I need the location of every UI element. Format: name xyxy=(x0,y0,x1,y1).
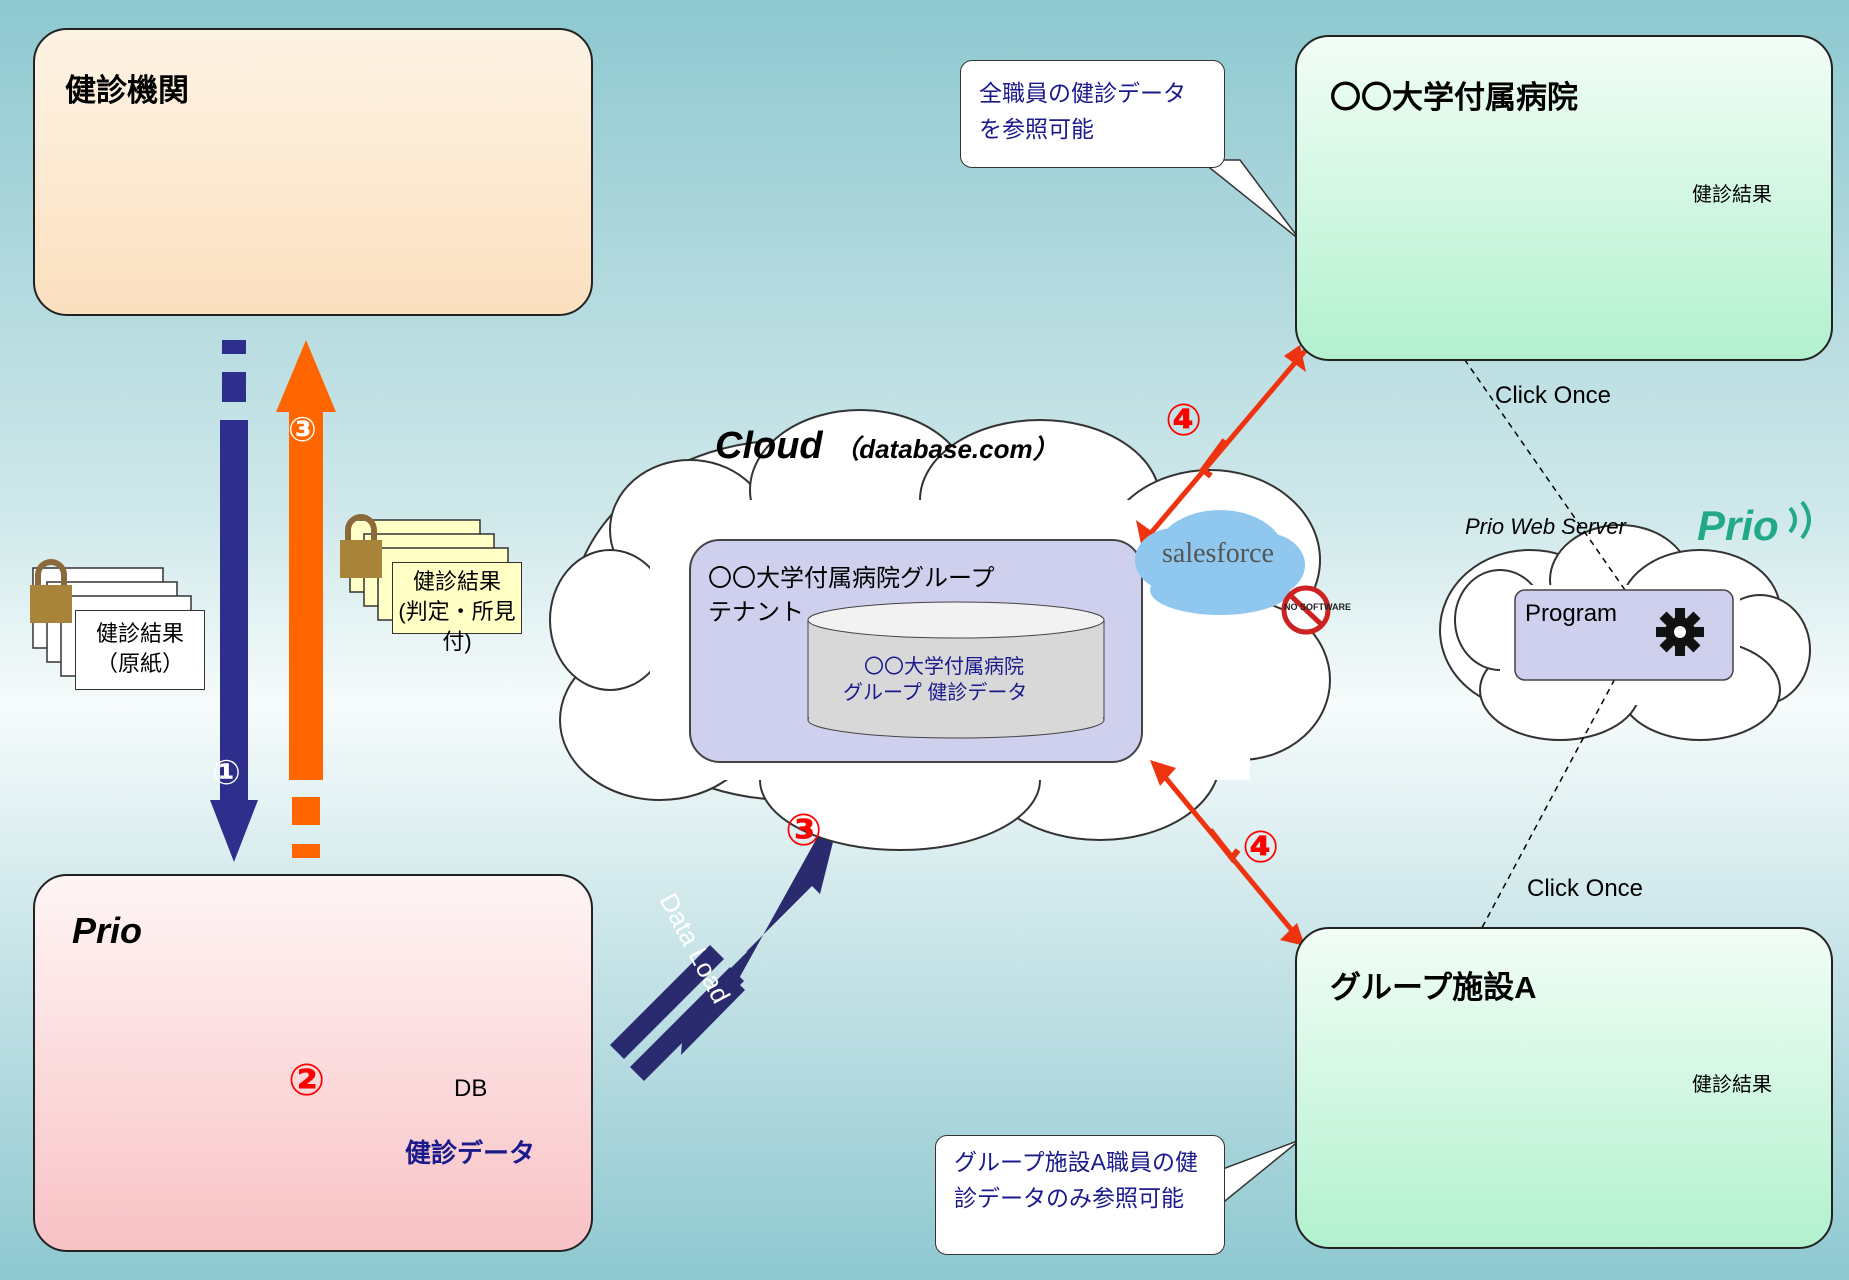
step3-marker-cloud: ③ xyxy=(785,806,823,855)
no-software-stamp: NO SOFTWARE xyxy=(1284,602,1351,612)
cloud-title-main: Cloud xyxy=(715,425,823,467)
cloud-title: Cloud （database.com） xyxy=(715,425,1059,468)
step4-arrow-lower xyxy=(1150,760,1305,946)
salesforce-logo xyxy=(1135,510,1331,635)
data-load-arrow xyxy=(610,782,848,1081)
original-doc-line1: 健診結果 xyxy=(95,621,184,646)
gear-icon xyxy=(1656,608,1704,656)
step4-marker-lower: ④ xyxy=(1242,823,1280,872)
group-doc-label: 健診結果 xyxy=(1692,1074,1772,1096)
cloud-title-sub: （database.com） xyxy=(833,434,1059,464)
cloud-db-line1: 〇〇大学付属病院 xyxy=(864,656,1024,678)
step1-marker: ① xyxy=(212,754,241,792)
cloud-db-line2: グループ 健診データ xyxy=(843,682,1028,704)
hospital-panel xyxy=(1295,35,1833,361)
step3-marker-left: ③ xyxy=(288,411,317,449)
program-label: Program xyxy=(1525,600,1618,627)
tenant-line1: 〇〇大学付属病院グループ xyxy=(708,565,995,592)
hospital-title: 〇〇大学付属病院 xyxy=(1330,80,1578,115)
original-doc-line2: （原紙） xyxy=(95,651,184,676)
prio-panel xyxy=(33,874,593,1252)
kenshin-kikan-title: 健診機関 xyxy=(65,73,189,108)
step4-marker-upper: ④ xyxy=(1165,396,1203,445)
kenshin-kikan-panel xyxy=(33,28,593,316)
group-facility-panel xyxy=(1295,927,1833,1249)
prio-title: Prio xyxy=(72,910,143,951)
step1-arrow xyxy=(210,340,258,862)
judged-doc-line2: (判定・所見付) xyxy=(398,599,516,654)
tenant-line2: テナント xyxy=(708,599,804,626)
group-callout: グループ施設A職員の健診データのみ参照可能 xyxy=(935,1135,1225,1255)
prio-db-content: 健診データ xyxy=(405,1138,536,1168)
salesforce-logo-text: salesforce xyxy=(1162,538,1274,569)
hospital-callout: 全職員の健診データを参照可能 xyxy=(960,60,1225,168)
prio-db-label: DB xyxy=(454,1075,488,1102)
prio-logo-swoosh xyxy=(1788,500,1811,540)
original-doc-front: 健診結果 （原紙） xyxy=(75,610,205,690)
hospital-doc-label: 健診結果 xyxy=(1692,184,1772,206)
web-server-title: Prio Web Server xyxy=(1465,514,1626,539)
cloud-db-cylinder xyxy=(807,601,1105,739)
group-facility-title: グループ施設A xyxy=(1330,970,1537,1005)
step4-arrow-upper xyxy=(1136,345,1307,544)
group-callout-tail xyxy=(1219,1139,1301,1207)
prio-logo-text: Prio xyxy=(1697,502,1779,549)
hospital-callout-tail xyxy=(1197,159,1301,241)
step3-up-arrow xyxy=(276,340,336,858)
click-once-label-upper: Click Once xyxy=(1495,382,1612,409)
click-once-label-lower: Click Once xyxy=(1527,875,1644,902)
judged-doc-front: 健診結果 (判定・所見付) xyxy=(392,562,522,654)
judged-doc-line1: 健診結果 xyxy=(412,569,501,594)
step2-marker: ② xyxy=(288,1056,326,1105)
